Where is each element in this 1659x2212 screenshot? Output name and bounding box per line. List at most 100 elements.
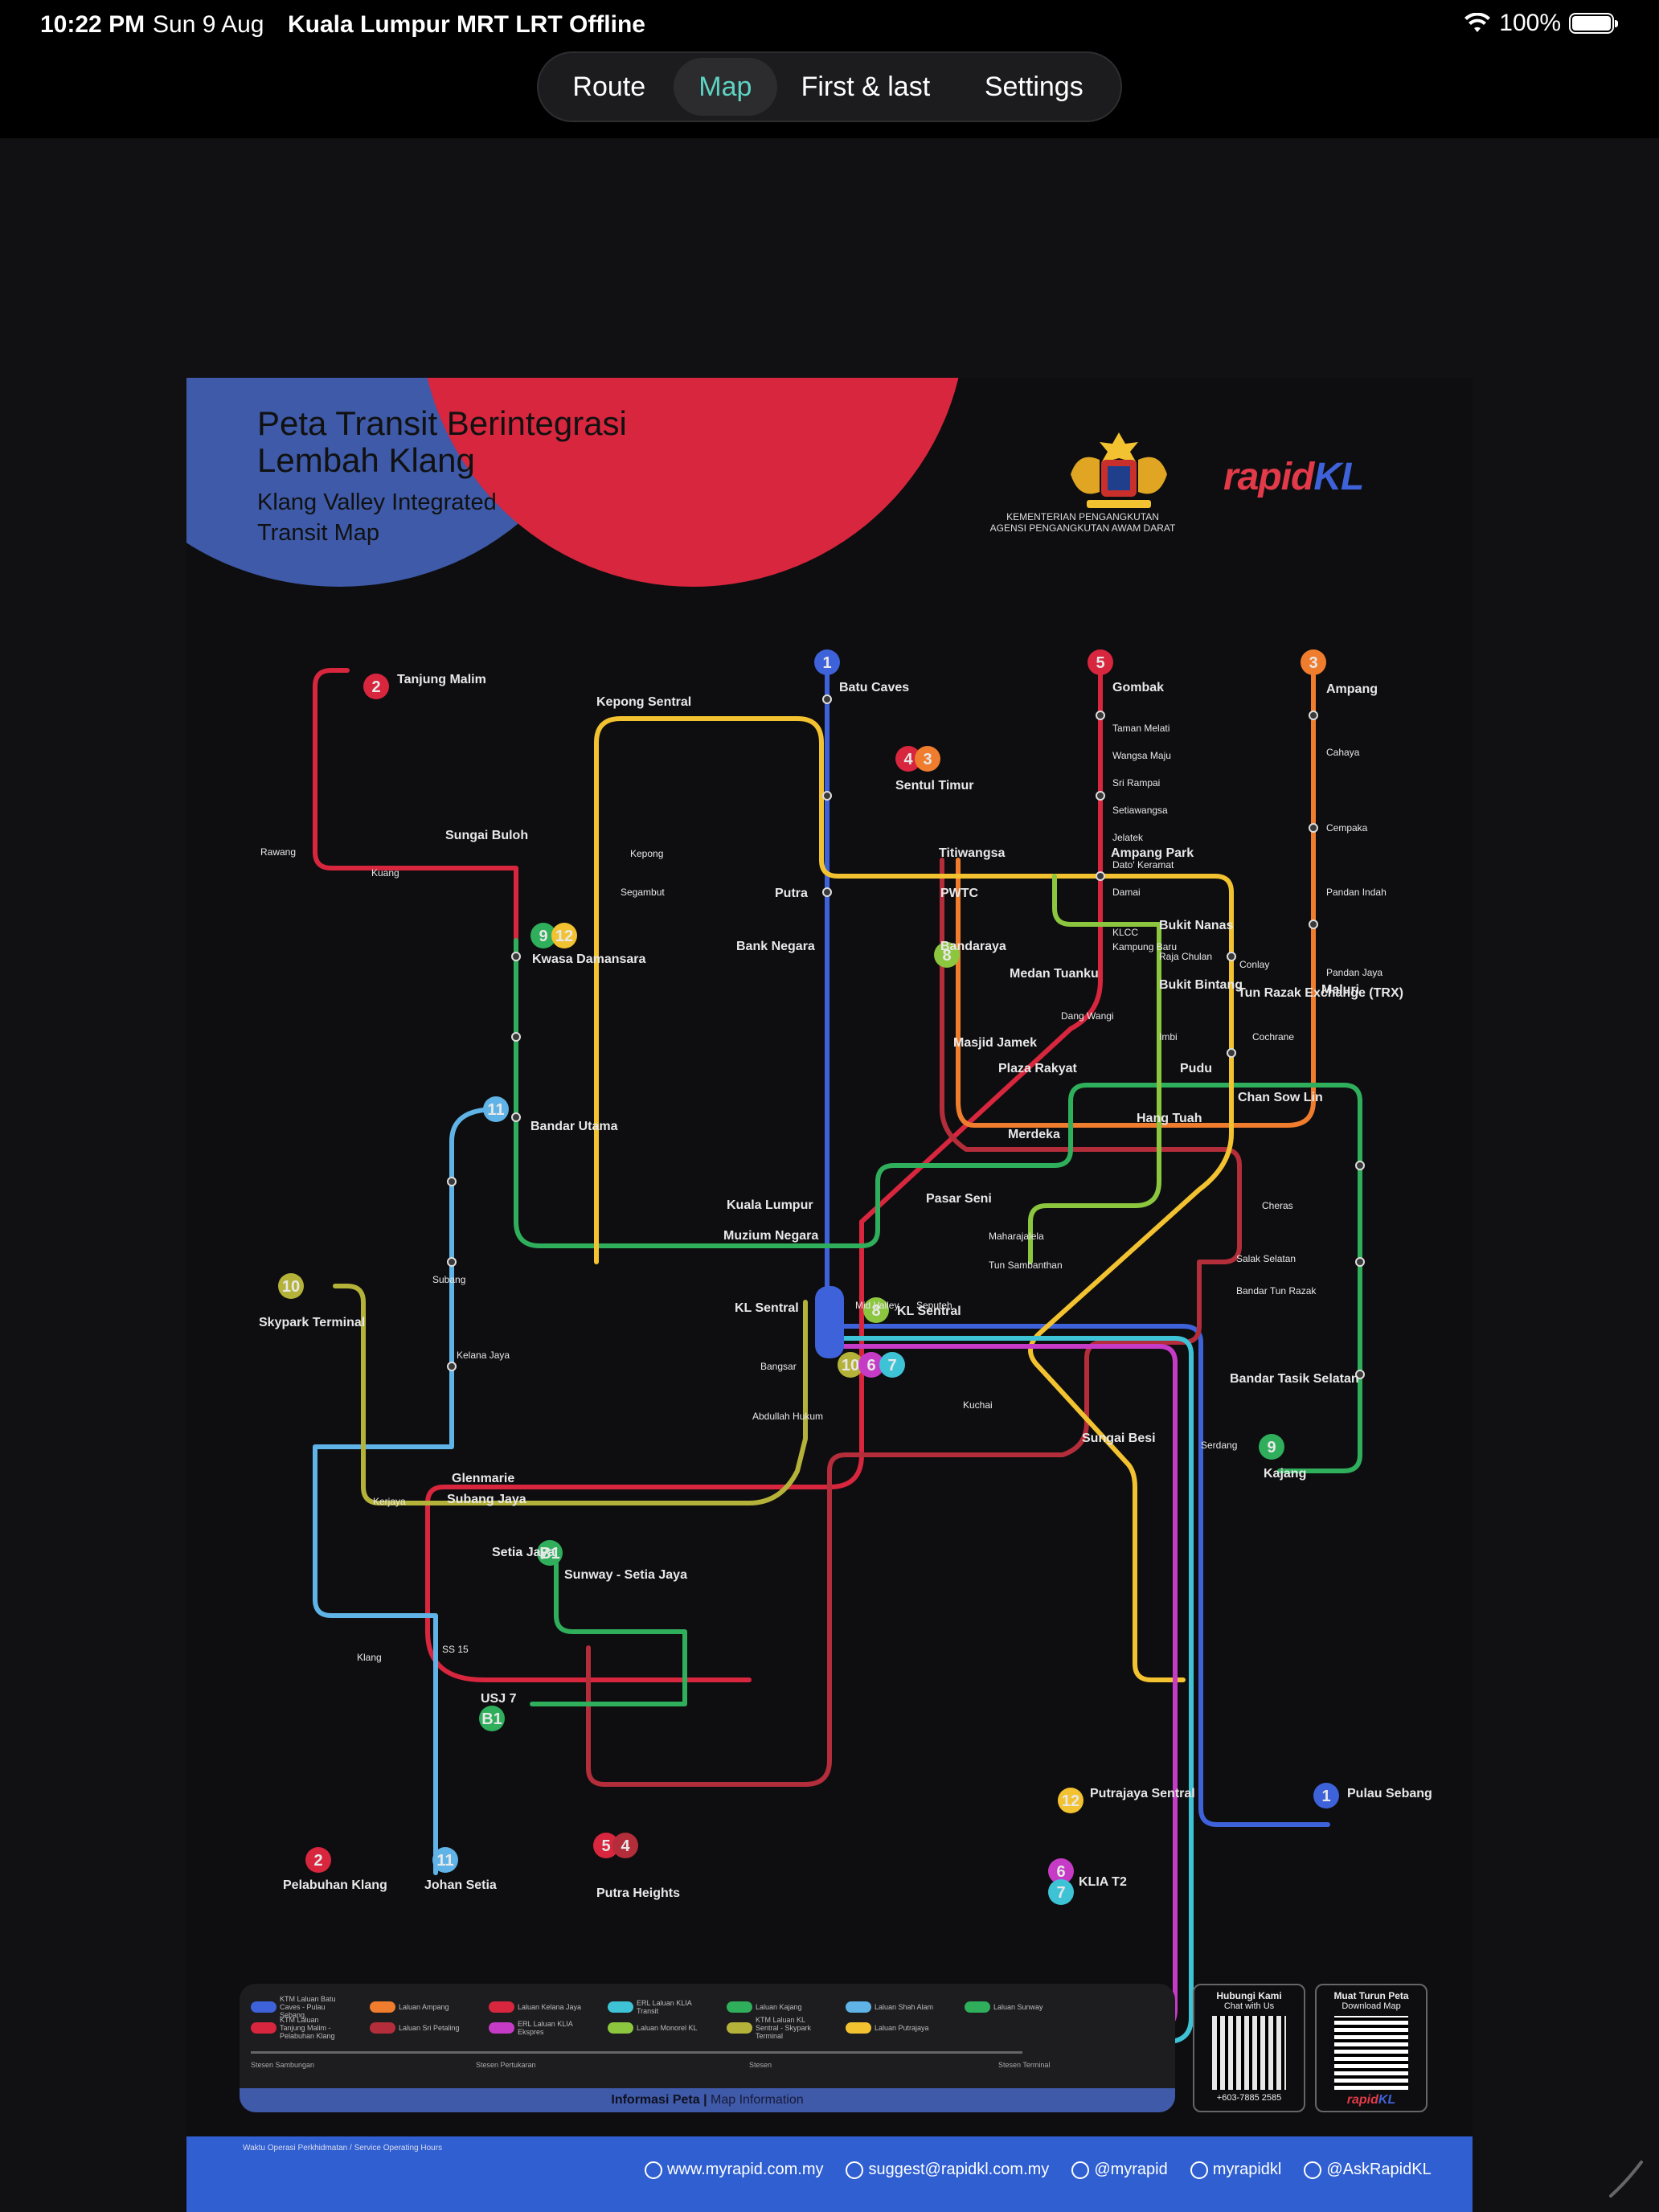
label-hang-tuah: Hang Tuah <box>1137 1112 1202 1125</box>
label-sunway-setia-jaya: Sunway - Setia Jaya <box>564 1568 687 1582</box>
instagram-icon <box>1190 2161 1208 2179</box>
label-bangsar: Bangsar <box>760 1361 797 1372</box>
battery-icon <box>1569 13 1618 34</box>
date: Sun 9 Aug <box>153 11 264 38</box>
label-dato-keramat: Dato' Keramat <box>1112 859 1174 870</box>
tab-settings[interactable]: Settings <box>984 71 1083 102</box>
label-cahaya: Cahaya <box>1326 747 1360 758</box>
line-kajang-mrt <box>514 938 1362 1473</box>
label-titiwangsa: Titiwangsa <box>939 846 1005 860</box>
badge-line-6: 6 <box>866 1357 875 1374</box>
pencil-handle-icon[interactable] <box>1603 2157 1646 2201</box>
tab-map[interactable]: Map <box>673 58 778 116</box>
badge-line-7b: 7 <box>1056 1884 1065 1902</box>
label-seputeh: Seputeh <box>916 1300 952 1311</box>
transit-map-poster[interactable]: Peta Transit Berintegrasi Lembah Klang K… <box>186 378 1473 2212</box>
label-usj7: USJ 7 <box>481 1692 517 1706</box>
label-cochrane: Cochrane <box>1252 1031 1294 1043</box>
label-kwasa-damansara: Kwasa Damansara <box>532 952 646 966</box>
label-medan-tuanku: Medan Tuanku <box>1010 967 1099 981</box>
label-ampang-park: Ampang Park <box>1111 846 1194 860</box>
label-imbi: Imbi <box>1159 1031 1178 1043</box>
chat-qr-code <box>1212 2016 1286 2090</box>
label-muzium-negara: Muzium Negara <box>723 1229 818 1243</box>
badge-line-10b: 10 <box>842 1357 859 1374</box>
label-maharajalela: Maharajalela <box>989 1231 1044 1242</box>
line-shah-alam <box>313 1107 498 1875</box>
badge-line-1b: 1 <box>1321 1788 1330 1805</box>
badge-line-4: 4 <box>903 751 913 768</box>
tab-route[interactable]: Route <box>572 71 646 102</box>
line-monorel <box>1028 874 1161 1264</box>
label-kelana-jaya: Kelana Jaya <box>457 1350 510 1361</box>
label-putra-heights: Putra Heights <box>596 1886 680 1900</box>
badge-line-5: 5 <box>1096 654 1104 672</box>
label-pwtc: PWTC <box>940 887 979 900</box>
label-wangsa-maju: Wangsa Maju <box>1112 750 1171 761</box>
label-masjid-jamek: Masjid Jamek <box>953 1036 1037 1050</box>
badge-line-2: 2 <box>371 678 380 696</box>
website-link: www.myrapid.com.my <box>645 2161 823 2179</box>
label-taman-melati: Taman Melati <box>1112 723 1169 734</box>
label-dang-wangi: Dang Wangi <box>1061 1010 1114 1022</box>
email-link: suggest@rapidkl.com.my <box>846 2161 1049 2179</box>
label-klcc: KLCC <box>1112 927 1138 938</box>
label-pudu: Pudu <box>1180 1062 1212 1075</box>
poster-subtitle: Klang Valley Integrated Transit Map <box>257 490 497 546</box>
badge-line-9: 9 <box>539 928 547 945</box>
twitter-link: @AskRapidKL <box>1304 2161 1432 2179</box>
label-setiawangsa: Setiawangsa <box>1112 805 1168 816</box>
chat-qr-panel: Hubungi Kami Chat with Us +603-7885 2585 <box>1193 1984 1305 2112</box>
map-legend: KTM Laluan Batu Caves - Pulau Sebang Lal… <box>240 1984 1175 2112</box>
label-bank-negara: Bank Negara <box>736 940 815 953</box>
label-pulau-sebang: Pulau Sebang <box>1347 1787 1432 1800</box>
kl-sentral-hub <box>815 1286 844 1358</box>
label-abdullah-hukum: Abdullah Hukum <box>752 1411 823 1422</box>
label-putra: Putra <box>775 887 808 900</box>
label-kampung-baru: Kampung Baru <box>1112 941 1177 952</box>
label-conlay: Conlay <box>1239 959 1269 970</box>
line-skypark <box>333 1284 808 1505</box>
label-subang: Subang <box>432 1274 465 1285</box>
battery-percent: 100% <box>1499 10 1561 36</box>
label-pandan-indah: Pandan Indah <box>1326 887 1387 898</box>
badge-line-9b: 9 <box>1267 1439 1276 1456</box>
badge-line-8: 8 <box>942 947 951 965</box>
label-sentul-timur: Sentul Timur <box>895 779 974 793</box>
line-klia-ekspres <box>827 1344 1178 2032</box>
status-bar: 10:22 PM Sun 9 Aug Kuala Lumpur MRT LRT … <box>0 0 1659 51</box>
mail-icon <box>846 2161 864 2179</box>
tab-first-last[interactable]: First & last <box>801 71 931 102</box>
poster-title: Peta Transit Berintegrasi Lembah Klang <box>257 404 627 479</box>
label-setia-jaya: Setia Jaya <box>492 1546 555 1559</box>
line-ktm-batu-caves <box>825 660 1330 1827</box>
download-qr-panel: Muat Turun Peta Download Map rapidKL <box>1315 1984 1428 2112</box>
label-glenmarie: Glenmarie <box>452 1472 514 1485</box>
badge-line-10: 10 <box>282 1278 300 1296</box>
transit-network-map[interactable]: 1 5 3 2 4 3 8 9 12 11 10 8 10 6 7 9 B1 B… <box>186 378 1473 2212</box>
label-chan-sow-lin: Chan Sow Lin <box>1238 1091 1323 1104</box>
label-bandar-tasik-selatan: Bandar Tasik Selatan <box>1230 1372 1359 1386</box>
label-batu-caves: Batu Caves <box>839 681 909 694</box>
badge-line-3b: 3 <box>923 751 932 768</box>
badge-line-12: 12 <box>555 928 573 945</box>
badge-line-1: 1 <box>822 654 831 672</box>
label-kuala-lumpur: Kuala Lumpur <box>727 1198 813 1212</box>
map-viewer[interactable]: Peta Transit Berintegrasi Lembah Klang K… <box>0 138 1659 2212</box>
label-kuchai: Kuchai <box>963 1399 993 1411</box>
badge-line-b1: B1 <box>539 1545 560 1563</box>
label-serdang: Serdang <box>1201 1440 1237 1451</box>
app-title: Kuala Lumpur MRT LRT Offline <box>288 11 645 38</box>
badge-line-8b: 8 <box>871 1302 880 1320</box>
label-sungai-buloh: Sungai Buloh <box>445 829 528 842</box>
download-qr-code <box>1334 2016 1408 2090</box>
badge-line-3: 3 <box>1309 654 1317 672</box>
badge-line-4b: 4 <box>621 1837 630 1855</box>
badge-line-11b: 11 <box>436 1852 453 1870</box>
label-pelabuhan-klang: Pelabuhan Klang <box>283 1878 387 1892</box>
badge-line-7: 7 <box>887 1357 896 1374</box>
label-cempaka: Cempaka <box>1326 822 1368 834</box>
map-information-bar: Informasi Peta | Map Information <box>240 2088 1175 2112</box>
label-kepong: Kepong <box>630 848 663 859</box>
line-sunway-brt <box>530 1557 687 1706</box>
